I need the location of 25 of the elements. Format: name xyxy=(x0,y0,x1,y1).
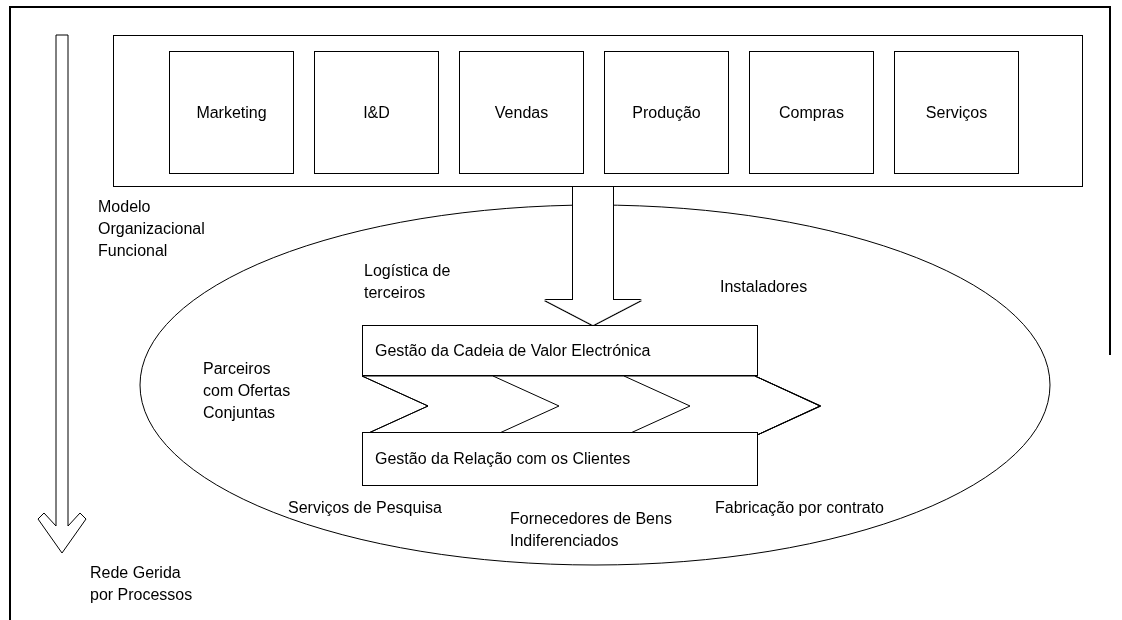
box-label: Gestão da Relação com os Clientes xyxy=(375,450,631,468)
process-box xyxy=(362,325,758,376)
annotation-text: Logística de terceiros xyxy=(364,261,452,303)
department-box xyxy=(314,51,439,174)
box-label: Compras xyxy=(779,103,844,122)
annotation-text: Fornecedores de Bens Indiferenciados xyxy=(510,509,673,551)
department-box xyxy=(459,51,584,174)
annotation-text: Instaladores xyxy=(720,277,809,297)
process-box xyxy=(362,432,758,486)
box-label: Marketing xyxy=(196,103,267,122)
department-group-box xyxy=(113,35,1083,187)
department-box xyxy=(169,51,294,174)
box-label: Gestão da Cadeia de Valor Electrónica xyxy=(375,341,651,360)
department-box xyxy=(894,51,1019,174)
annotation-text: Modelo Organizacional Funcional xyxy=(98,197,206,261)
box-label: I&D xyxy=(363,103,390,122)
annotation-text: Rede Gerida por Processos xyxy=(90,563,194,605)
box-label: Vendas xyxy=(494,103,549,122)
box-label: Serviços xyxy=(925,103,988,122)
annotation-text: Parceiros com Ofertas Conjuntas xyxy=(203,359,292,423)
annotation-text: Serviços de Pesquisa xyxy=(288,498,443,518)
annotation-text: Fabricação por contrato xyxy=(715,498,885,518)
department-box xyxy=(749,51,874,174)
box-label: Produção xyxy=(632,103,701,122)
department-box xyxy=(604,51,729,174)
